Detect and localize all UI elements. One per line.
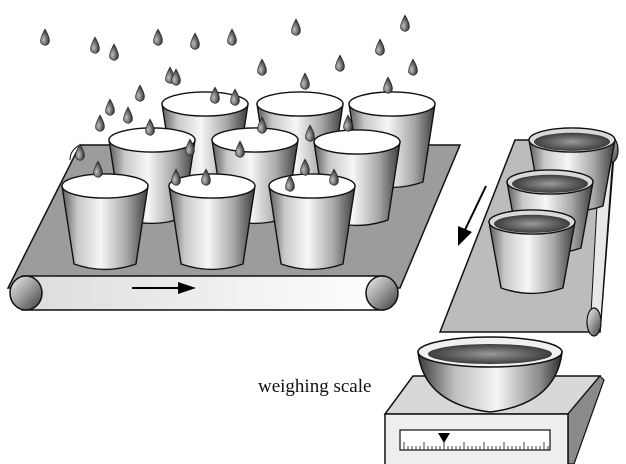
left-roller-right [366, 276, 398, 310]
water-drop [228, 29, 237, 45]
cup [269, 174, 355, 269]
water-drop [376, 39, 385, 55]
water-drop [106, 99, 115, 115]
weighing-scale-label: weighing scale [258, 376, 371, 398]
water-drop [401, 15, 410, 31]
water-drop [258, 59, 267, 75]
water-drop [172, 69, 181, 85]
water-drop [211, 87, 220, 103]
water-drop [146, 119, 155, 135]
cup [62, 174, 148, 269]
water-drop [110, 44, 119, 60]
weighing-scale [385, 337, 604, 464]
water-drop [41, 29, 50, 45]
water-drop [292, 19, 301, 35]
water-drop [91, 37, 100, 53]
water-drop [409, 59, 418, 75]
cup-with-water [489, 210, 575, 293]
water-drop [124, 107, 133, 123]
left-belt-front-band [22, 276, 384, 310]
bowl-water [428, 344, 552, 364]
water-drop [336, 55, 345, 71]
water-drop [136, 85, 145, 101]
scale-dial [400, 430, 550, 450]
water-drop [191, 33, 200, 49]
right-roller-front [587, 308, 601, 336]
water-drop [301, 73, 310, 89]
water-drop [384, 77, 393, 93]
water-drop [154, 29, 163, 45]
water-drop [231, 89, 240, 105]
left-roller-left [10, 276, 42, 310]
water-drop [96, 115, 105, 131]
cup [169, 174, 255, 269]
